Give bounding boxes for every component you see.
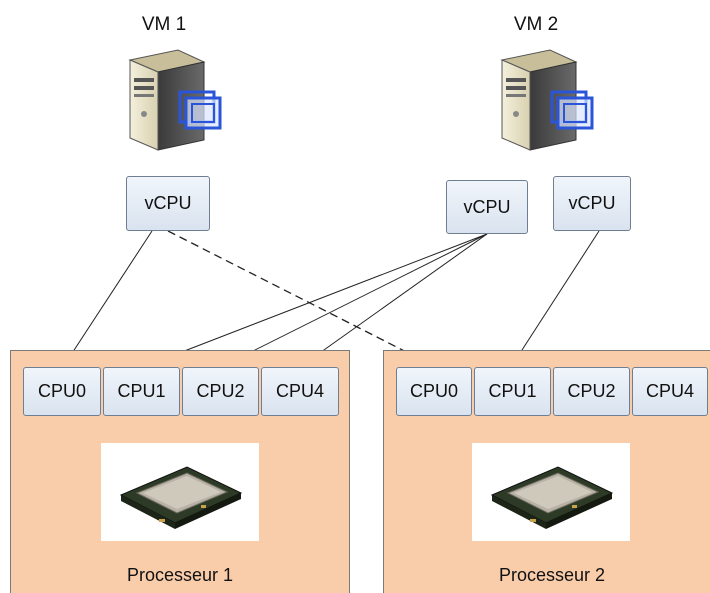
- vm2-vcpu-1: vCPU: [446, 180, 528, 234]
- server-icon: [128, 49, 222, 151]
- link-vm2-vcpu1-p1-cpu2: [220, 233, 488, 368]
- processor-1-cpu-row: CPU0 CPU1 CPU2 CPU4: [23, 367, 341, 416]
- link-vm1-vcpu-p1-cpu0: [62, 230, 153, 368]
- processor-2-label: Processeur 2: [498, 565, 606, 585]
- processor-1-label: Processeur 1: [126, 565, 234, 585]
- link-vm2-vcpu1-p1-cpu1: [142, 233, 488, 368]
- link-vm2-vcpu1-p1-cpu4: [299, 233, 488, 368]
- processor-2-cpu-row: CPU0 CPU1 CPU2 CPU4: [396, 367, 710, 416]
- link-vm2-vcpu2-p2-cpu1: [510, 230, 600, 368]
- p1-cpu0: CPU0: [23, 367, 101, 416]
- p1-cpu2: CPU2: [182, 367, 259, 416]
- p2-cpu2: CPU2: [553, 367, 630, 416]
- processor-chip-icon: [101, 443, 259, 541]
- p1-cpu1: CPU1: [103, 367, 180, 416]
- link-vm1-vcpu-p2-cpu0-dashed: [167, 230, 437, 368]
- server-icon: [500, 49, 594, 151]
- processor-chip-icon: [472, 443, 630, 541]
- vm1-vcpu: vCPU: [126, 176, 210, 231]
- p1-cpu4: CPU4: [261, 367, 339, 416]
- vm2-vcpu-2: vCPU: [553, 176, 631, 231]
- p2-cpu0: CPU0: [396, 367, 472, 416]
- p2-cpu1: CPU1: [474, 367, 551, 416]
- p2-cpu4: CPU4: [632, 367, 708, 416]
- vm1-label: VM 1: [141, 14, 187, 35]
- vm2-label: VM 2: [513, 14, 559, 35]
